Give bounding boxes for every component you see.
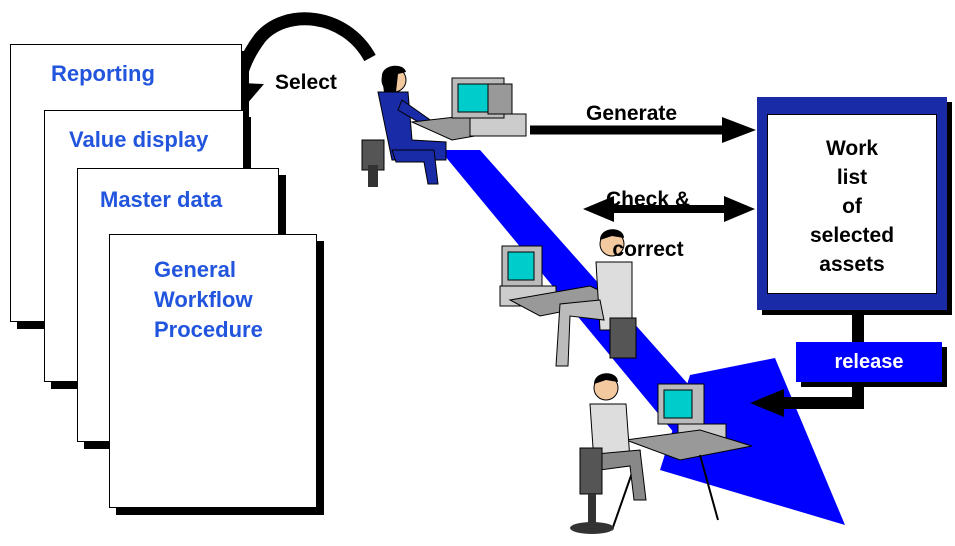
worker-icon-1 [361, 65, 527, 187]
document-title-reporting: Reporting [51, 61, 155, 86]
worklist-text: Work list of selected assets [809, 137, 895, 276]
check-correct-label: Check & correct [606, 188, 691, 261]
select-label: Select [275, 71, 337, 94]
document-title-value-display: Value display [69, 127, 209, 152]
document-title-master-data: Master data [100, 187, 223, 212]
document-general-workflow: General Workflow Procedure [109, 234, 317, 508]
document-title-general-workflow: General Workflow Procedure [154, 257, 263, 342]
release-badge: release [796, 342, 942, 382]
release-label: release [834, 351, 904, 373]
worker-icon-2 [499, 229, 637, 367]
worker-icon-3 [570, 373, 753, 534]
generate-arrow [530, 117, 756, 143]
worklist-box: Work list of selected assets [757, 97, 947, 310]
check-correct-arrow [583, 196, 755, 222]
worklist-panel: Work list of selected assets [767, 114, 937, 294]
generate-label: Generate [586, 102, 678, 125]
release-beam [660, 358, 845, 525]
